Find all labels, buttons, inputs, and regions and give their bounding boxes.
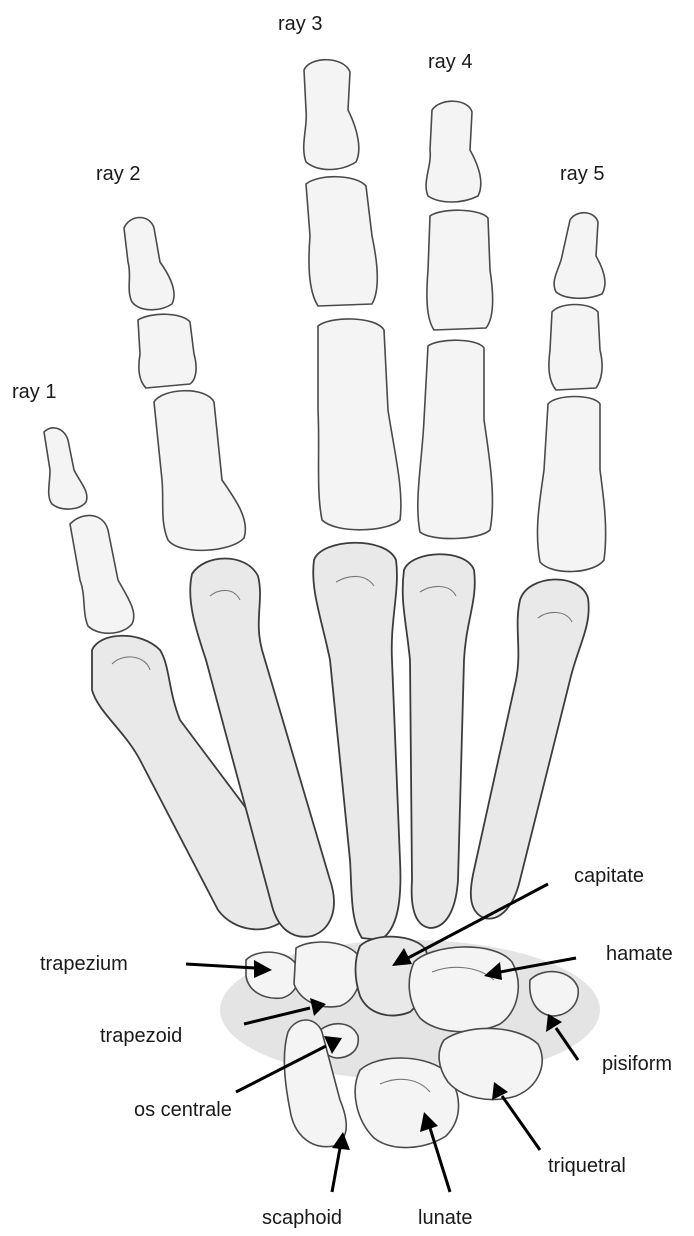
ray3-bones bbox=[304, 60, 401, 940]
lunate-label: lunate bbox=[418, 1208, 473, 1228]
ray5-metacarpal bbox=[471, 579, 589, 918]
pisiform-bone bbox=[530, 972, 578, 1016]
os-centrale-label: os centrale bbox=[134, 1100, 232, 1120]
ray4-label: ray 4 bbox=[428, 52, 472, 72]
ray4-bones bbox=[403, 101, 493, 928]
ray2-proximal-phalanx bbox=[154, 391, 245, 551]
capitate-label: capitate bbox=[574, 866, 644, 886]
ray1-label: ray 1 bbox=[12, 382, 56, 402]
ray1-distal-phalanx bbox=[44, 428, 87, 509]
ray2-middle-phalanx bbox=[138, 314, 196, 388]
pisiform-label: pisiform bbox=[602, 1054, 672, 1074]
hamate-label: hamate bbox=[606, 944, 673, 964]
ray4-middle-phalanx bbox=[427, 210, 493, 330]
hamate-bone bbox=[409, 947, 518, 1032]
trapezoid-bone bbox=[294, 942, 361, 1007]
ray5-proximal-phalanx bbox=[537, 397, 605, 572]
ray2-distal-phalanx bbox=[124, 218, 174, 310]
ray3-middle-phalanx bbox=[306, 177, 377, 306]
ray5-middle-phalanx bbox=[549, 305, 602, 391]
ray4-distal-phalanx bbox=[426, 101, 481, 202]
scaphoid-label: scaphoid bbox=[262, 1208, 342, 1228]
ray3-distal-phalanx bbox=[304, 60, 359, 170]
ray5-label: ray 5 bbox=[560, 164, 604, 184]
triquetral-label: triquetral bbox=[548, 1156, 626, 1176]
ray4-proximal-phalanx bbox=[418, 340, 493, 538]
ray4-metacarpal bbox=[403, 554, 475, 928]
ray1-proximal-phalanx bbox=[70, 515, 134, 633]
triquetral-bone bbox=[439, 1028, 542, 1099]
ray2-label: ray 2 bbox=[96, 164, 140, 184]
ray5-distal-phalanx bbox=[554, 213, 605, 299]
trapezium-bone bbox=[246, 952, 298, 998]
ray3-proximal-phalanx bbox=[318, 319, 401, 530]
trapezium-label: trapezium bbox=[40, 954, 128, 974]
trapezoid-label: trapezoid bbox=[100, 1026, 182, 1046]
ray3-label: ray 3 bbox=[278, 14, 322, 34]
